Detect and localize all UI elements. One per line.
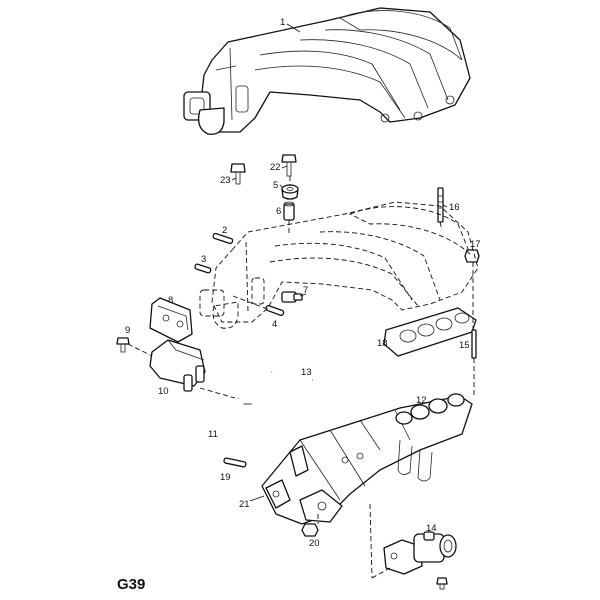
lower-manifold-12 (261, 393, 473, 525)
callout-22: 22 (270, 162, 281, 173)
callout-1: 1 (280, 17, 285, 28)
callout-6: 6 (276, 206, 281, 217)
callout-2: 2 (222, 225, 227, 236)
callout-20: 20 (309, 538, 320, 549)
nut-20 (301, 523, 319, 537)
callout-23: 23 (220, 175, 231, 186)
callout-4: 4 (272, 319, 277, 330)
screw-9 (116, 337, 130, 353)
bracket-8 (149, 297, 193, 343)
stud-16 (437, 187, 444, 223)
dowel-pin-3 (194, 263, 212, 274)
stud-15 (471, 329, 477, 359)
callout-21: 21 (239, 499, 250, 510)
callout-17: 17 (470, 239, 481, 250)
dowel-pin-4 (265, 304, 285, 316)
intake-manifold-position-outline (199, 201, 479, 329)
diagram-code: G39 (117, 576, 145, 593)
rubber-grommet-5 (281, 184, 299, 200)
callout-3: 3 (201, 254, 206, 265)
callout-15: 15 (459, 340, 470, 351)
callout-13: 13 (301, 367, 312, 378)
leader-line (286, 23, 301, 33)
callout-16: 16 (449, 202, 460, 213)
dowel-pin-2 (212, 232, 234, 245)
bolt-22 (281, 154, 297, 177)
callout-18: 18 (377, 338, 388, 349)
hose-13 (271, 370, 313, 383)
callout-12: 12 (416, 395, 427, 406)
callout-10: 10 (158, 386, 169, 397)
callout-8: 8 (168, 295, 173, 306)
bolt-23 (230, 163, 246, 185)
hose-11 (206, 390, 252, 428)
screw-near-egr-valve (436, 577, 448, 590)
callout-19: 19 (220, 472, 231, 483)
egr-valve-14 (383, 531, 457, 575)
callout-11: 11 (208, 429, 218, 440)
upper-intake-manifold (183, 7, 471, 135)
callout-7: 7 (303, 285, 308, 296)
alignment-lines (127, 176, 475, 579)
callout-5: 5 (273, 180, 278, 191)
stud-19 (223, 457, 247, 468)
callout-9: 9 (125, 325, 130, 336)
callout-14: 14 (426, 523, 437, 534)
valve-10 (149, 339, 206, 392)
fitting-7 (281, 291, 303, 303)
spacer-sleeve-6 (283, 201, 295, 221)
